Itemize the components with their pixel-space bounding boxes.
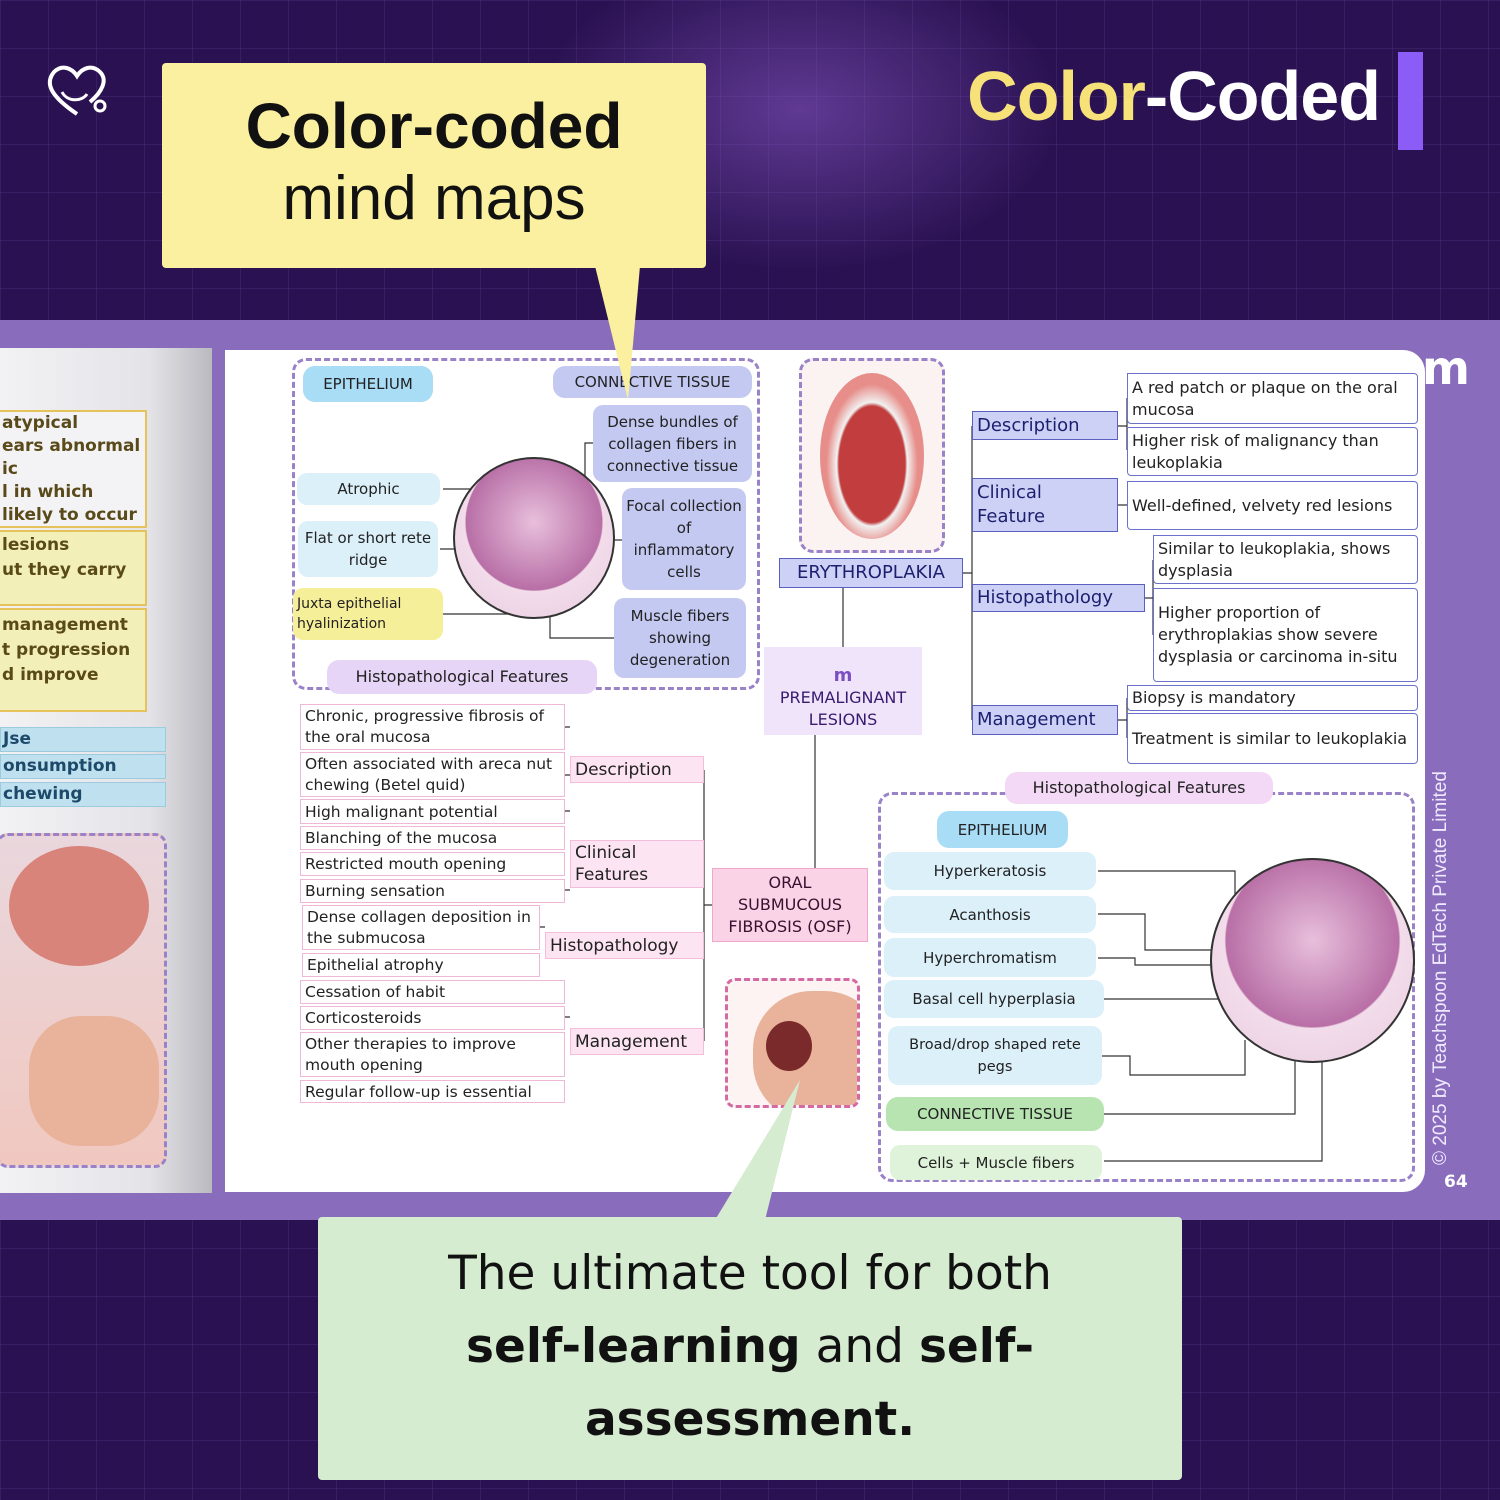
left-box-2: lesions ut they carry [0, 530, 147, 606]
ery-cells-muscle: Cells + Muscle fibers [890, 1145, 1102, 1180]
osf-item: Other therapies to improve mouth opening [300, 1032, 565, 1077]
osf-item: High malignant potential [300, 799, 565, 824]
ery-connective-label: CONNECTIVE TISSUE [886, 1097, 1104, 1131]
ery-item: A red patch or plaque on the oral mucosa [1127, 373, 1418, 424]
left-box-3: management t progression d improve [0, 608, 147, 712]
callout-bold-assessment: assessment. [584, 1392, 916, 1447]
callout-and: and [800, 1319, 919, 1374]
ery-item: Higher risk of malignancy than leukoplak… [1127, 427, 1418, 476]
osf-histo-title: Histopathological Features [327, 660, 597, 694]
histology-image-erythroplakia [1210, 858, 1415, 1063]
osf-muscle-fibers: Muscle fibers showing degeneration [614, 598, 746, 678]
left-row: Jse [0, 727, 166, 752]
left-text: likely to occur [2, 505, 137, 525]
ery-epithelium-label: EPITHELIUM [937, 811, 1068, 848]
osf-heading-management: Management [570, 1028, 704, 1055]
osf-heading-histopathology: Histopathology [545, 932, 704, 959]
left-row: chewing [0, 782, 166, 807]
left-text: d improve [2, 665, 99, 685]
osf-item: Epithelial atrophy [302, 953, 540, 977]
osf-flat-rete: Flat or short rete ridge [298, 521, 438, 577]
erythroplakia-image [799, 358, 945, 553]
callout-bottom: The ultimate tool for both self-learning… [318, 1217, 1182, 1480]
left-text: ears abnormal [2, 436, 141, 456]
osf-item: Dense collagen deposition in the submuco… [302, 905, 540, 950]
osf-item: Burning sensation [300, 879, 565, 903]
left-text: lesions [2, 535, 70, 555]
left-text: management [2, 615, 128, 635]
callout-top: Color-coded mind maps [162, 63, 706, 268]
callout-top-line1: Color-coded [245, 90, 623, 162]
ery-histo-title: Histopathological Features [1005, 772, 1273, 804]
histology-image-osf [453, 457, 615, 619]
heart-stethoscope-logo-icon [47, 65, 107, 116]
ery-heading-clinical: Clinical Feature [972, 478, 1118, 532]
ery-heading-management: Management [972, 705, 1118, 735]
osf-item: Blanching of the mucosa [300, 826, 565, 850]
ery-item: Well-defined, velvety red lesions [1127, 481, 1418, 530]
osf-item: Cessation of habit [300, 980, 565, 1004]
osf-juxta: Juxta epithelial hyalinization [293, 588, 443, 640]
center-m-logo-icon: m [833, 665, 853, 686]
osf-item: Corticosteroids [300, 1006, 565, 1030]
callout-bottom-line1: The ultimate tool for both [448, 1246, 1052, 1301]
osf-item: Regular follow-up is essential [300, 1080, 565, 1103]
callout-top-line2: mind maps [282, 164, 586, 233]
page-number: 64 [1444, 1172, 1468, 1192]
m-brand-logo-icon: m [1422, 341, 1470, 395]
center-title: PREMALIGNANT LESIONS [779, 688, 907, 729]
ery-histo-item: Broad/drop shaped rete pegs [888, 1026, 1102, 1085]
osf-item: Chronic, progressive fibrosis of the ora… [300, 704, 565, 750]
headline-coded: -Coded [1144, 57, 1381, 135]
left-text: atypical [2, 413, 79, 433]
ery-histo-item: Hyperchromatism [884, 938, 1096, 977]
left-text: l in which [2, 482, 94, 502]
callout-bold-self: self- [918, 1319, 1035, 1374]
headline-color: Color [967, 57, 1146, 135]
mouth-illustration [0, 833, 167, 1168]
accent-bar [1398, 52, 1423, 150]
osf-focal-cells: Focal collection of inflammatory cells [622, 488, 746, 590]
copyright: © 2025 by Teachspoon EdTech Private Limi… [1430, 771, 1451, 1165]
ery-item: Biopsy is mandatory [1127, 685, 1418, 711]
osf-item: Restricted mouth opening [300, 852, 565, 876]
ery-histo-item: Hyperkeratosis [884, 852, 1096, 890]
left-page: atypical ears abnormal ic l in which lik… [0, 348, 212, 1193]
left-box-1: atypical ears abnormal ic l in which lik… [0, 410, 147, 528]
ery-histo-item: Acanthosis [884, 896, 1096, 933]
osf-item: Often associated with areca nut chewing … [300, 752, 565, 797]
left-text: ic [2, 459, 18, 479]
left-text: ut they carry [2, 560, 127, 580]
ery-item: Treatment is similar to leukoplakia [1127, 713, 1418, 764]
osf-atrophic: Atrophic [297, 473, 440, 505]
ery-item: Higher proportion of erythroplakias show… [1153, 588, 1418, 682]
osf-epithelium-label: EPITHELIUM [303, 366, 433, 402]
ery-heading-description: Description [972, 411, 1118, 440]
osf-face-illustration [725, 978, 860, 1108]
osf-heading-description: Description [570, 756, 704, 783]
erythroplakia-title: ERYTHROPLAKIA [779, 558, 963, 588]
headline: Color-Coded [967, 56, 1381, 136]
left-row: onsumption [0, 754, 166, 779]
ery-histo-item: Basal cell hyperplasia [884, 980, 1104, 1018]
left-text: t progression [2, 640, 131, 660]
osf-heading-clinical: Clinical Features [570, 840, 704, 888]
ery-item: Similar to leukoplakia, shows dysplasia [1153, 535, 1418, 584]
osf-title: ORAL SUBMUCOUS FIBROSIS (OSF) [712, 868, 868, 942]
osf-connective-label: CONNECTIVE TISSUE [553, 366, 752, 398]
osf-dense-collagen: Dense bundles of collagen fibers in conn… [593, 405, 752, 482]
ery-heading-histopathology: Histopathology [972, 584, 1145, 612]
callout-bold-self-learning: self-learning [465, 1319, 801, 1374]
